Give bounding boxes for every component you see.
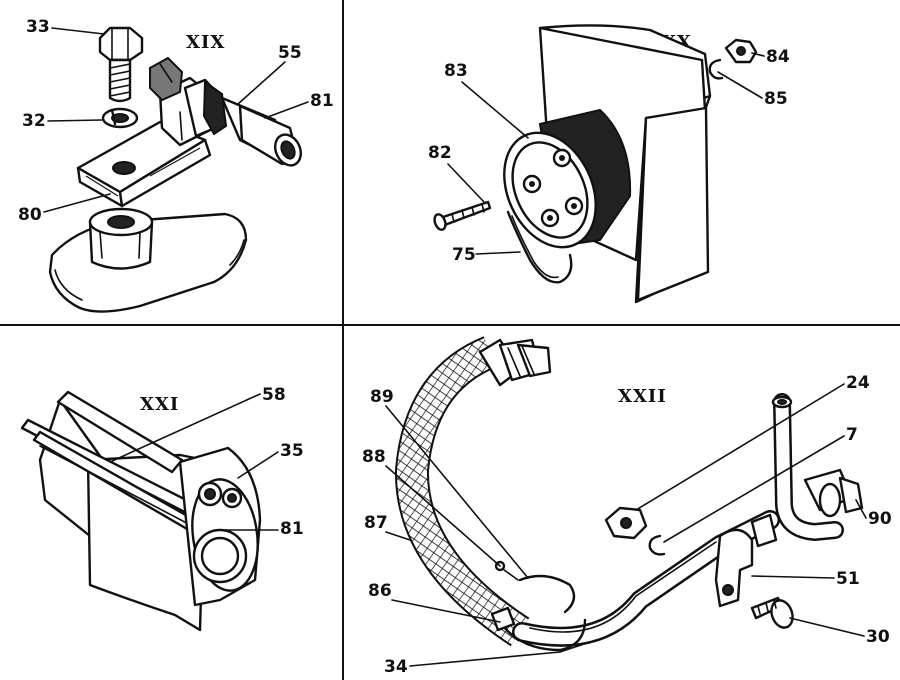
label-24: 24 [846,373,870,393]
label-51: 51 [836,569,860,589]
label-90: 90 [868,509,892,529]
label-89: 89 [370,387,394,407]
panel-title: XXI [140,394,179,415]
panel-xxii: XXII [362,336,892,677]
clamp-51 [714,513,778,608]
label-88: 88 [362,447,386,467]
panel-title: XXII [618,386,667,407]
label-58: 58 [262,385,286,405]
label-81: 81 [280,519,304,539]
washer-85 [708,58,724,80]
sleeve-body [178,446,262,607]
braided-hose-87 [394,336,530,647]
label-87: 87 [364,513,388,533]
label-80: 80 [18,205,42,225]
panel-xix: XIX [18,17,334,313]
panel-xxi: XXI 58 35 81 [20,385,304,632]
label-85: 85 [764,89,788,109]
washer-7 [648,534,666,556]
label-35: 35 [280,441,304,461]
bolt-33 [98,26,144,103]
rods [20,390,214,542]
label-83: 83 [444,61,468,81]
label-32: 32 [22,111,46,131]
fitting-90 [803,468,864,518]
connector-body [149,56,303,167]
nut-84 [724,38,758,64]
pad-nut [88,207,154,270]
label-30: 30 [866,627,890,647]
hose-clip-86 [490,606,587,652]
label-84: 84 [766,47,790,67]
vertical-pipe-24 [771,393,844,542]
spring-clip-75 [506,210,573,284]
label-82: 82 [428,143,452,163]
screw-30 [750,596,794,629]
metal-pipe [512,510,780,647]
label-86: 86 [368,581,392,601]
screw-82 [433,200,492,231]
nut-7 [604,506,648,540]
hose-fitting [478,338,552,387]
label-7: 7 [846,425,858,445]
label-81: 81 [310,91,334,111]
label-33: 33 [26,17,50,37]
bracket-80 [76,120,212,208]
label-34: 34 [384,657,408,677]
washer-32 [101,107,139,129]
socket-83 [503,108,632,249]
panel-title: XIX [186,32,225,53]
label-75: 75 [452,245,476,265]
panel-xx: XX [428,24,790,304]
label-55: 55 [278,43,302,63]
